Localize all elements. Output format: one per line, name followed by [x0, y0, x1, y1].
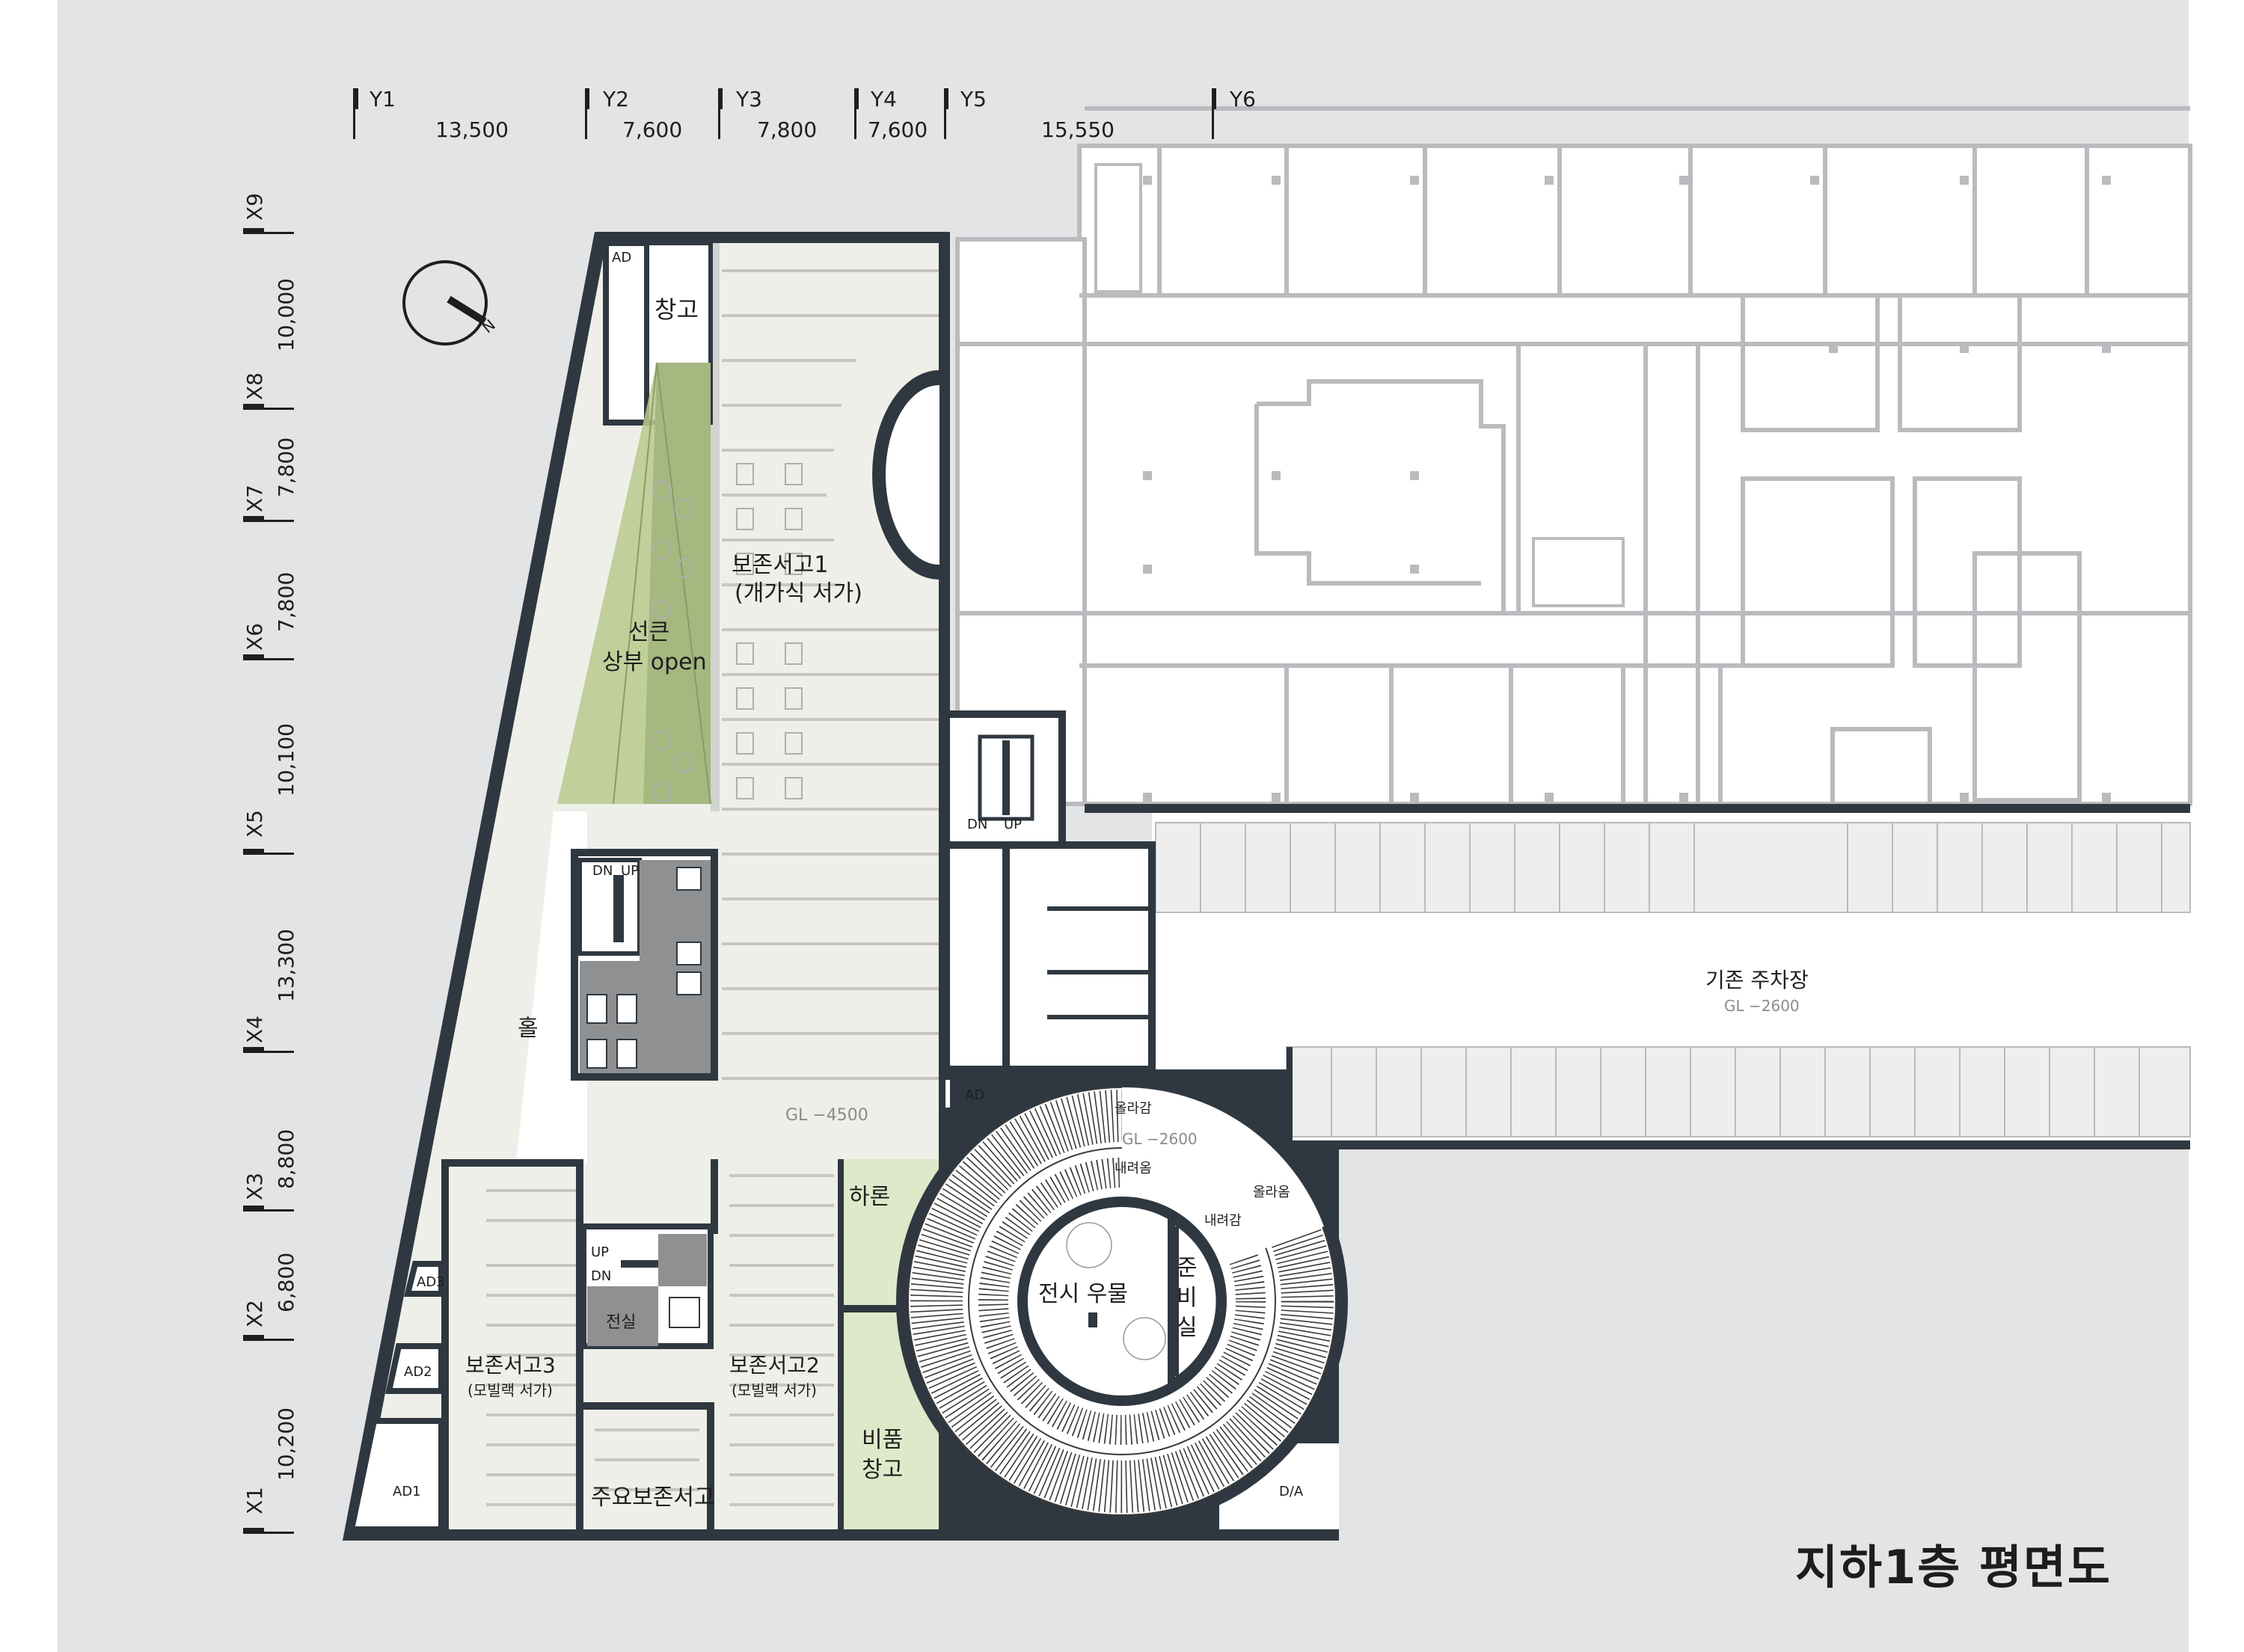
label-sunken-1: 선큰: [628, 619, 669, 645]
label-unloading: 하론: [849, 1184, 890, 1210]
grid-y-labels: Y1 Y2 Y3 Y4 Y5 Y6 13,500 7,600 7,800 7,6…: [369, 87, 1256, 142]
grid-x-marker-9: X9: [242, 193, 267, 221]
grid-y-marker-3: Y3: [735, 87, 762, 111]
existing-building: [955, 106, 2192, 806]
grid-x-span-2: 6,800: [274, 1253, 298, 1312]
label-storage2-sub: (모빌랙 서가): [732, 1381, 817, 1399]
label-storage1-sub: (개가식 서가): [735, 580, 862, 607]
tag-up-core: UP: [621, 863, 639, 879]
grid-y-marker-5: Y5: [960, 87, 987, 111]
grid-x-span-3: 8,800: [274, 1129, 298, 1189]
tag-da: D/A: [1279, 1484, 1304, 1499]
label-prep-2: 비: [1177, 1285, 1198, 1311]
grid-x-marker-2: X2: [242, 1300, 267, 1327]
grid-y-marker-6: Y6: [1229, 87, 1256, 111]
grid-x-span-1: 10,200: [274, 1407, 298, 1481]
label-storage3-sub: (모빌랙 서가): [468, 1381, 553, 1399]
grid-y-marker-4: Y4: [870, 87, 897, 111]
tag-up-stair2: UP: [591, 1244, 609, 1260]
grid-x-marker-3: X3: [242, 1173, 267, 1200]
reading-tables: [652, 463, 803, 802]
parking-area: [1085, 804, 2191, 1149]
grid-x-marker-8: X8: [242, 372, 267, 400]
storage2-shelves: [729, 1174, 834, 1506]
room-labels: 창고 보존서고1 (개가식 서가) 선큰 상부 open 홀 GL −4500 …: [465, 295, 1809, 1511]
grid-x-span-6: 7,800: [274, 572, 298, 632]
tag-ad3: AD3: [417, 1274, 445, 1290]
label-storage3: 보존서고3: [465, 1353, 556, 1378]
grid-y-marker-2: Y2: [602, 87, 629, 111]
tag-ad1: AD1: [393, 1484, 421, 1499]
label-prep-3: 실: [1177, 1315, 1198, 1341]
label-ramp-down-in: 내려옴: [1115, 1161, 1152, 1176]
label-elec-room: 전실: [606, 1313, 636, 1332]
tag-up-right: UP: [1004, 817, 1022, 832]
label-valuables-1: 비품: [862, 1427, 903, 1453]
label-ramp-up-in: 올라감: [1115, 1101, 1152, 1117]
tag-ad-mid: AD: [965, 1087, 984, 1103]
tag-ad-top: AD: [612, 250, 631, 265]
grid-y-span-2: 7,600: [622, 117, 682, 142]
grid-x-marker-4: X4: [242, 1016, 267, 1043]
label-ramp-gl: GL −2600: [1122, 1130, 1198, 1148]
grid-x-marker-5: X5: [242, 810, 267, 838]
grid-x-span-7: 7,800: [274, 437, 298, 497]
label-storage-top: 창고: [654, 295, 699, 324]
grid-x-marker-1: X1: [242, 1487, 267, 1514]
tag-ad2: AD2: [404, 1364, 432, 1380]
tag-dn-core: DN: [592, 863, 613, 879]
grid-x-ticks: [243, 228, 294, 1534]
grid-x-span-8: 10,000: [274, 278, 298, 351]
label-storage2: 보존서고2: [729, 1353, 820, 1378]
drawing-title: 지하1층 평면도: [1795, 1540, 2112, 1594]
label-exhibit: 전시 우물: [1038, 1281, 1128, 1307]
grid-x-labels: X1 X2 X3 X4 X5 X6 X7 X8 X9 10,200 6,800 …: [242, 193, 298, 1514]
grid-x-marker-7: X7: [242, 485, 267, 512]
label-prep-1: 준: [1177, 1255, 1198, 1281]
grid-y-span-1: 13,500: [435, 117, 509, 142]
label-parking-gl: GL −2600: [1724, 997, 1800, 1015]
grid-x-span-4: 13,300: [274, 929, 298, 1002]
grid-y-span-5: 15,550: [1041, 117, 1115, 142]
label-hall: 홀: [518, 1016, 539, 1042]
label-storage1: 보존서고1: [732, 552, 829, 578]
circular-ramp: [896, 1075, 1348, 1527]
north-arrow-icon: N: [402, 260, 499, 346]
storage3-shelves: [486, 1189, 576, 1506]
label-valuables-2: 창고: [862, 1457, 903, 1483]
ad-boxes: [348, 1261, 444, 1532]
label-ramp-down-out: 내려감: [1204, 1213, 1242, 1229]
label-parking: 기존 주차장: [1705, 968, 1809, 992]
label-ramp-up-out: 올라옴: [1253, 1185, 1290, 1200]
label-main-storage: 주요보존서고: [591, 1484, 715, 1511]
grid-y-marker-1: Y1: [369, 87, 396, 111]
tag-labels: AD AD1 AD2 AD3 AD D/A DN UP DN UP UP DN: [393, 250, 1304, 1499]
grid-x-marker-6: X6: [242, 623, 267, 651]
label-gl-main: GL −4500: [785, 1106, 868, 1125]
grid-y-span-3: 7,800: [757, 117, 817, 142]
grid-y-ticks: [353, 88, 1216, 139]
label-sunken-2: 상부 open: [602, 649, 707, 675]
tag-dn-stair2: DN: [591, 1268, 611, 1284]
grid-y-span-4: 7,600: [868, 117, 928, 142]
storage1-shelves: [722, 269, 939, 1080]
existing-columns: [1143, 176, 2111, 802]
tag-dn-right: DN: [967, 817, 987, 832]
grid-x-span-5: 10,100: [274, 723, 298, 796]
